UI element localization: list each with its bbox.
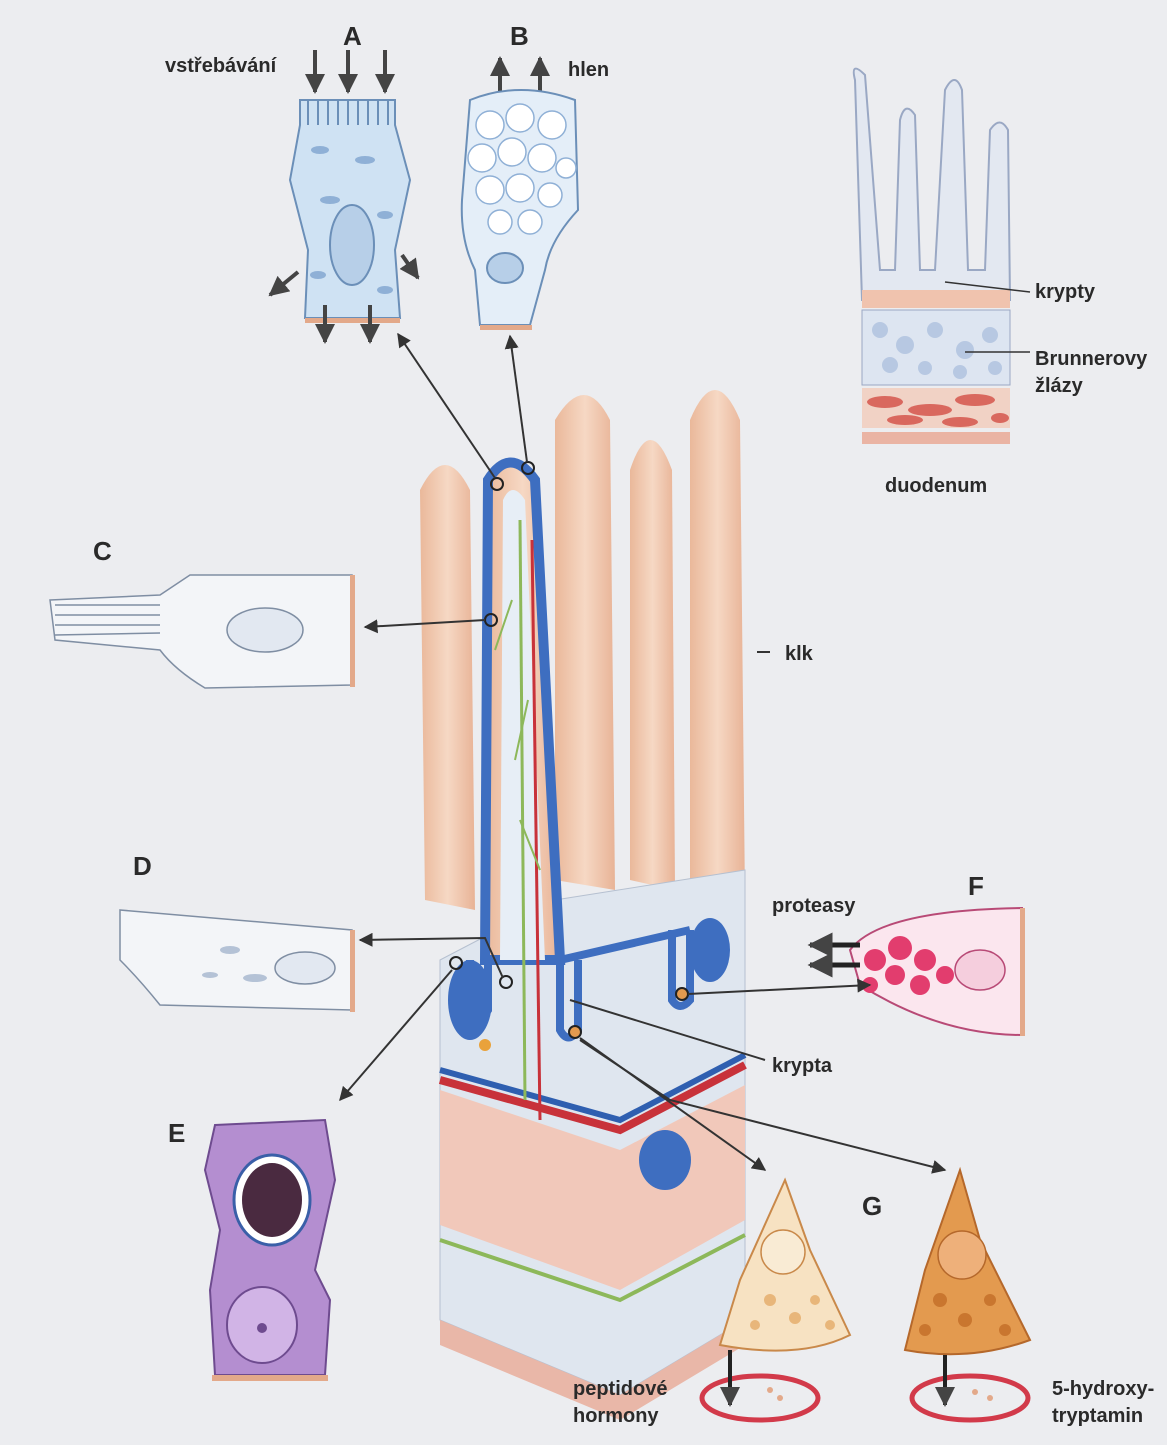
- proteasy-label: proteasy: [772, 895, 856, 917]
- brunnerovy-label-2: žlázy: [1035, 375, 1084, 397]
- panel-c-letter: C: [93, 536, 112, 566]
- peptidove-label-2: hormony: [573, 1405, 659, 1427]
- villus-back-center: [555, 395, 615, 890]
- villus-back-mid: [630, 440, 675, 890]
- panel-e-letter: E: [168, 1118, 185, 1148]
- hydroxy-label-2: tryptamin: [1052, 1405, 1143, 1427]
- panel-a-letter: A: [343, 21, 362, 51]
- brunnerovy-label-1: Brunnerovy: [1035, 348, 1148, 370]
- duodenum-inset: krypty Brunnerovy žlázy duodenum: [854, 69, 1148, 497]
- hydroxy-label-1: 5-hydroxy-: [1052, 1378, 1154, 1400]
- panel-c-cell: C: [50, 536, 355, 688]
- duodenum-label: duodenum: [885, 475, 987, 497]
- panel-f-letter: F: [968, 871, 984, 901]
- peptidove-label-1: peptidové: [573, 1378, 667, 1400]
- panel-d-cell: D: [120, 851, 355, 1012]
- klk-label: klk: [785, 643, 814, 665]
- panel-e-cell: E: [168, 1118, 335, 1381]
- panel-b-letter: B: [510, 21, 529, 51]
- panel-f-cell: F proteasy: [772, 871, 1025, 1036]
- vstrebavani-label: vstřebávání: [165, 55, 278, 77]
- panel-g-letter: G: [862, 1191, 882, 1221]
- panel-a-enterocyte: A vstřebávání: [165, 21, 418, 342]
- villus-back-right: [690, 390, 745, 900]
- villus-back-left: [420, 465, 475, 910]
- krypta-label: krypta: [772, 1055, 833, 1077]
- panel-d-letter: D: [133, 851, 152, 881]
- krypty-label: krypty: [1035, 281, 1096, 303]
- hlen-label: hlen: [568, 59, 609, 81]
- panel-b-goblet-cell: B hlen: [462, 21, 609, 330]
